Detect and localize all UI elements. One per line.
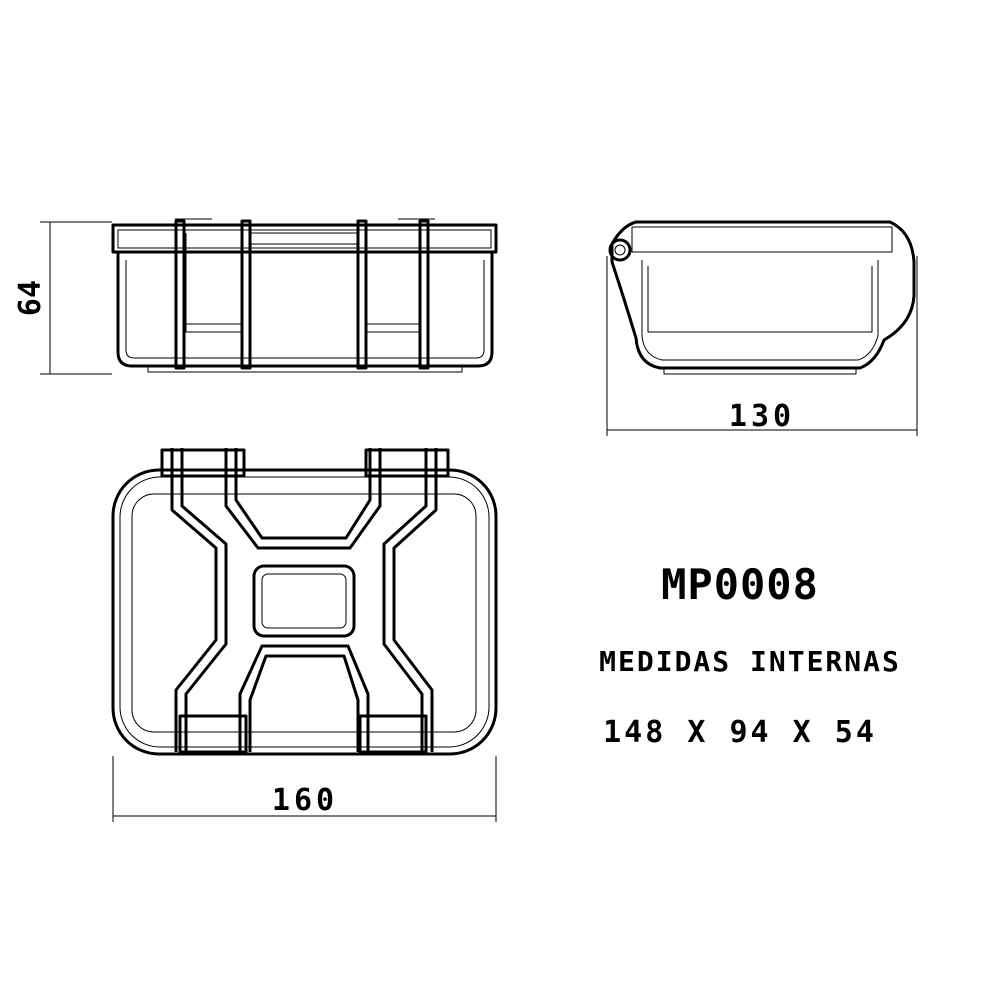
front-view	[111, 218, 498, 373]
side-view	[608, 220, 916, 375]
width-dimension	[112, 756, 497, 822]
width-label: 160	[272, 783, 338, 818]
internal-measures-value: 148 X 94 X 54	[603, 715, 877, 750]
model-code: MP0008	[661, 560, 819, 609]
internal-measures-heading: MEDIDAS INTERNAS	[599, 645, 901, 678]
height-label: 64	[13, 280, 48, 316]
top-view	[111, 448, 498, 756]
depth-label: 130	[729, 399, 795, 434]
depth-dimension	[606, 256, 918, 436]
height-dimension	[40, 221, 112, 375]
